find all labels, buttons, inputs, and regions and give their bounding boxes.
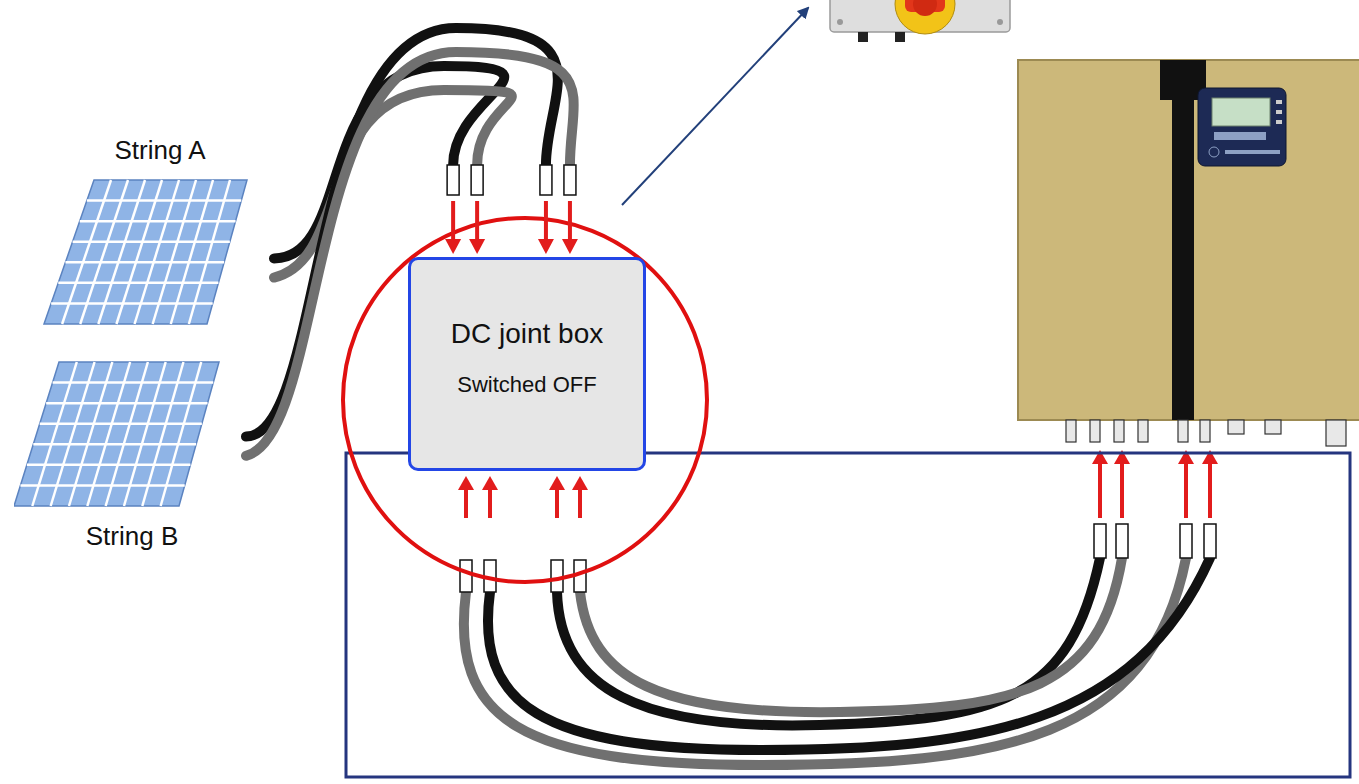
box-label: Switched OFF xyxy=(457,372,596,398)
inverter-cables xyxy=(464,558,1210,765)
box-label: DC joint box xyxy=(451,318,604,350)
solar-panel xyxy=(14,360,224,510)
string-panel: String B xyxy=(14,358,250,554)
leader-arrow xyxy=(622,8,808,205)
isolator-switch xyxy=(830,0,1010,42)
connector-plugs xyxy=(460,524,1216,592)
string-panel: String A xyxy=(42,132,278,332)
inverter xyxy=(1018,60,1359,446)
highlight-circle xyxy=(343,218,707,582)
dc-cable xyxy=(274,66,512,278)
highlight-rectangle xyxy=(346,453,1350,777)
string-label: String B xyxy=(14,518,250,554)
solar-panel xyxy=(42,178,252,328)
string-label: String A xyxy=(42,132,278,168)
joint-box: DC joint boxSwitched OFF xyxy=(408,257,646,471)
